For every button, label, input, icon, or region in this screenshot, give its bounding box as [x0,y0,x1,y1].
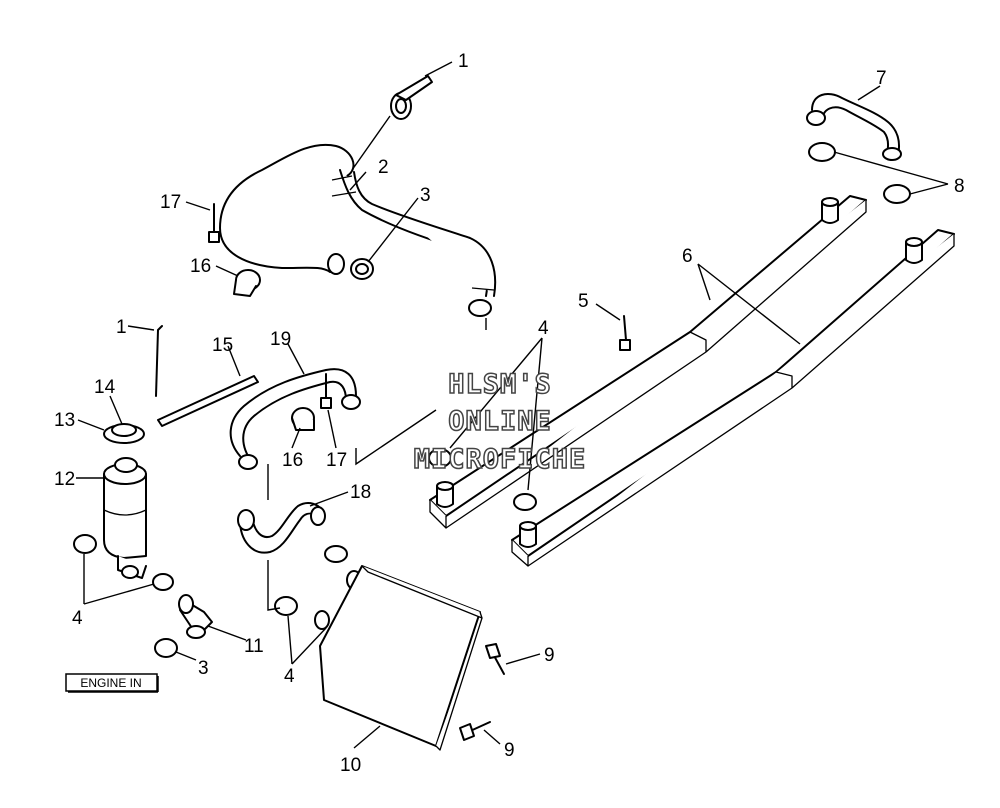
rod-left [155,325,163,397]
bolt-9-bottom [459,721,491,741]
callout-10: 10 [340,755,361,776]
watermark-line2: ONLINE [448,406,552,437]
leader-lines [76,61,949,749]
callout-3-top: 3 [420,185,431,206]
watermark-line3: MICROFICHE [414,444,587,475]
elbow-hose [178,594,213,639]
callout-9-bottom: 9 [504,740,515,761]
hose-clamps-bottom [274,545,362,630]
callout-5: 5 [578,291,589,312]
callout-4-mid: 4 [538,318,549,339]
callout-4-bottom: 4 [284,666,295,687]
callout-9-top: 9 [544,645,555,666]
watermark-line1: HLSM'S [448,369,552,400]
bolt-mid [320,373,332,409]
callout-1-top: 1 [458,51,469,72]
callout-19: 19 [270,329,291,350]
callout-7: 7 [876,68,887,89]
hose-clamps-mid [428,448,537,511]
heat-shield [319,565,483,751]
callout-1-left: 1 [116,317,127,338]
callout-numbers: 1 2 3 4 5 6 7 8 17 16 1 15 19 14 13 16 1… [54,51,965,776]
callout-17-top: 17 [160,192,181,213]
radiator-cap [103,423,145,444]
bolt-9-top [485,643,505,675]
callout-16-mid: 16 [282,450,303,471]
cooler-tube [806,93,902,161]
hose-clamp-bottom [154,638,178,658]
upper-hose-assembly [219,143,497,317]
callout-8: 8 [954,176,965,197]
callout-17-mid: 17 [326,450,347,471]
coolant-reservoir [103,457,147,579]
hose-clamps-pair [808,142,911,204]
callout-15: 15 [212,335,233,356]
callout-11: 11 [244,636,264,657]
callout-14: 14 [94,377,116,398]
engine-in-box: ENGINE IN [65,673,159,693]
engine-in-label: ENGINE IN [80,676,141,690]
cooler-tube-rail-lower [511,229,955,567]
bolt-top [208,203,220,243]
bolt-5 [619,315,631,351]
hose-clamps-left [73,534,174,591]
clamp-strap-top [390,75,433,120]
cooler-tube-rail-upper [429,195,867,529]
callout-16-top: 16 [190,256,211,277]
callout-6: 6 [682,246,693,267]
callout-4-left: 4 [72,608,83,629]
callout-2: 2 [378,157,389,178]
clamp-bracket-top [233,269,261,297]
callout-3-bottom: 3 [198,658,209,679]
callout-12: 12 [54,469,75,490]
straight-tube [157,375,259,427]
clamp-bracket-mid [291,407,315,431]
callout-18: 18 [350,482,371,503]
hose-clamp-top [350,258,374,280]
callout-13: 13 [54,410,75,431]
watermark: HLSM'S ONLINE MICROFICHE [413,368,587,476]
hose-18 [237,502,326,554]
